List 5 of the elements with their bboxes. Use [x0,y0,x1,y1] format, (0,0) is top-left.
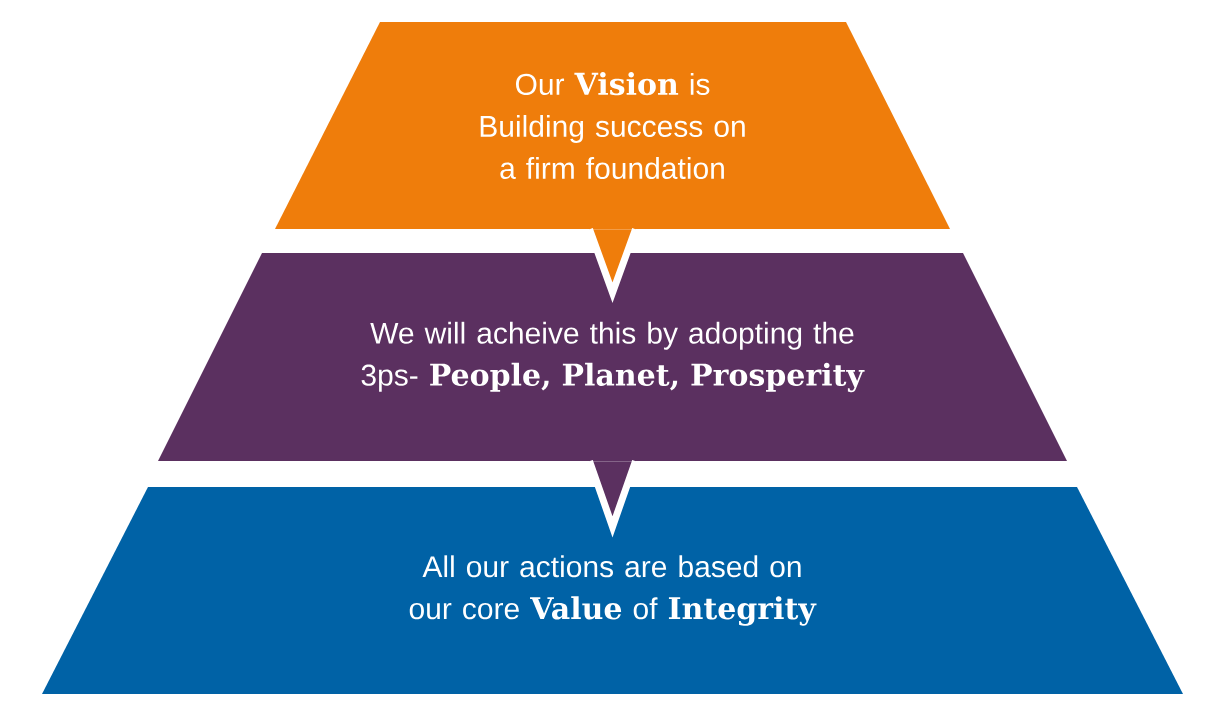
trapezoid-band: Our Vision is Building success on a firm foundation [275,22,950,229]
pointer-arrow [586,457,639,538]
trapezoid-band: We will acheive this by adopting the 3ps- People, Planet, Prosperity [158,253,1067,461]
pointer-arrow [586,225,639,304]
trapezoid-band: All our actions are based on our core Value of Integrity [42,487,1183,694]
